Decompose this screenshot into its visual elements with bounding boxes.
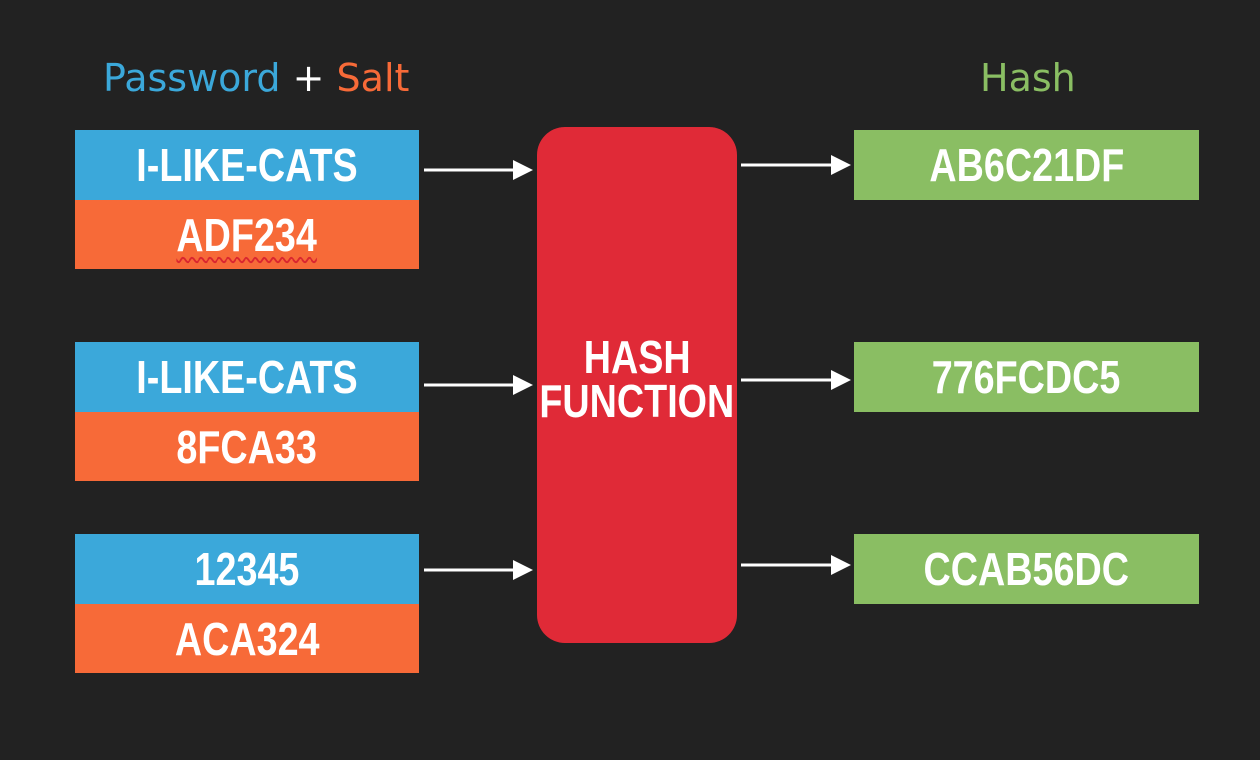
salt-header: Salt: [336, 56, 410, 100]
input-header: Password + Salt: [103, 52, 409, 104]
password-value-1: I-LIKE-CATS: [136, 139, 358, 191]
input-arrow-3: [424, 560, 533, 580]
password-box-1: I-LIKE-CATS: [75, 130, 419, 200]
input-arrow-2: [424, 375, 533, 395]
password-value-2: I-LIKE-CATS: [136, 351, 358, 403]
hash-value-2: 776FCDC5: [932, 351, 1121, 403]
output-arrow-2: [741, 370, 851, 390]
hash-value-3: CCAB56DC: [923, 543, 1130, 595]
salt-value-1: ADF234: [176, 208, 318, 261]
hash-header: Hash: [980, 56, 1076, 100]
password-header: Password: [103, 56, 281, 100]
input-arrow-1: [424, 160, 533, 180]
salt-box-3: ACA324: [75, 604, 419, 673]
hash-function-line-1: HASH: [583, 331, 691, 383]
hash-box-3: CCAB56DC: [854, 534, 1199, 604]
hash-value-1: AB6C21DF: [929, 139, 1124, 191]
hash-box-1: AB6C21DF: [854, 130, 1199, 200]
salt-box-2: 8FCA33: [75, 412, 419, 481]
salt-box-1: ADF234: [75, 200, 419, 269]
password-value-3: 12345: [194, 543, 300, 595]
hash-function-box: HASH FUNCTION: [537, 127, 737, 643]
password-box-2: I-LIKE-CATS: [75, 342, 419, 412]
salt-value-2: 8FCA33: [176, 420, 318, 473]
plus-sign: +: [292, 56, 325, 100]
hash-function-line-2: FUNCTION: [539, 375, 735, 427]
salt-value-3: ACA324: [174, 612, 320, 665]
hash-box-2: 776FCDC5: [854, 342, 1199, 412]
output-arrow-3: [741, 555, 851, 575]
output-arrow-1: [741, 155, 851, 175]
password-box-3: 12345: [75, 534, 419, 604]
